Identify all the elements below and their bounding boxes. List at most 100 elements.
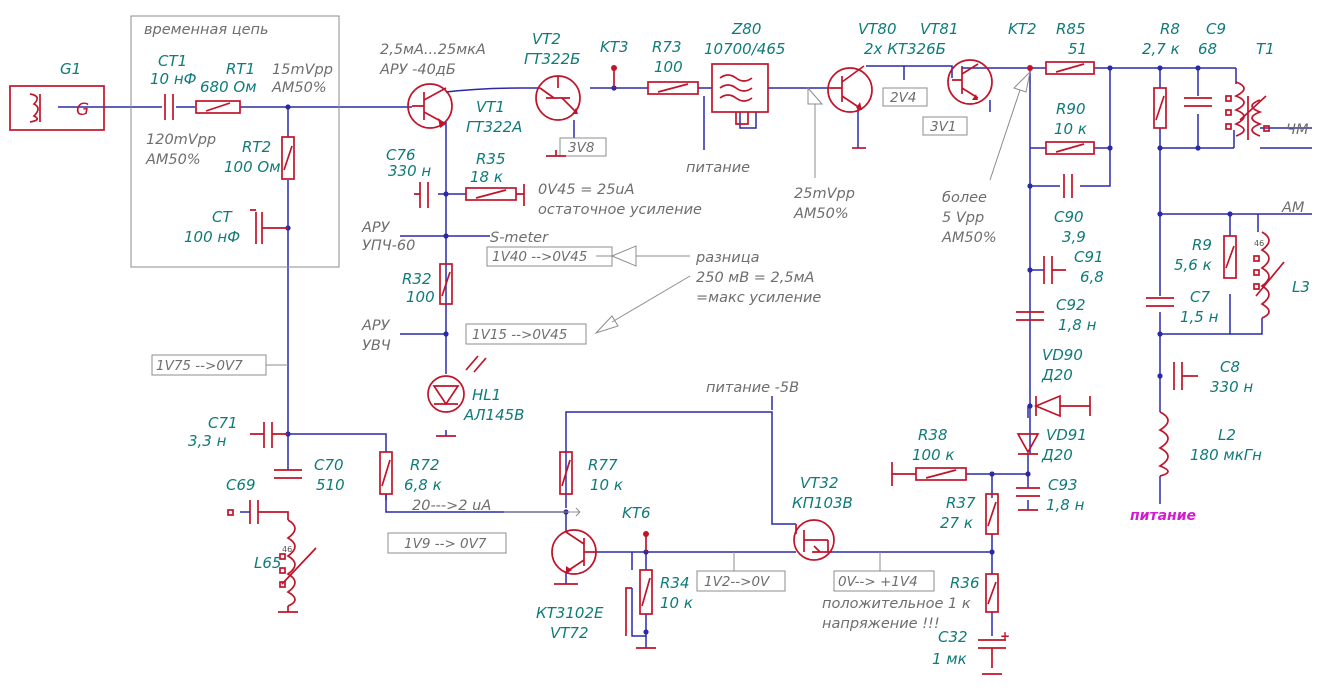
label-vd90: VD90 [1042, 346, 1083, 364]
label-c92: C92 [1056, 296, 1086, 314]
label-r37-value: 27 к [940, 514, 973, 532]
label-z80-value: 10700/465 [704, 40, 785, 58]
note-am50-a: АМ50% [271, 80, 327, 96]
note-25mvpp: 25mVpp [794, 186, 855, 202]
label-c32: C32 [938, 628, 968, 646]
label-t1: T1 [1256, 40, 1275, 58]
capacitor-c93 [1016, 487, 1040, 497]
label-r38-value: 100 к [912, 446, 954, 464]
note-chm: ЧМ [1286, 122, 1309, 138]
transformer-t1 [1233, 81, 1245, 137]
label-l2: L2 [1218, 426, 1236, 444]
label-r77: R77 [588, 456, 618, 474]
label-r72: R72 [410, 456, 440, 474]
label-r85-value: 51 [1068, 40, 1087, 58]
label-c71: C71 [208, 414, 238, 432]
generator-g1 [9, 85, 105, 131]
capacitor-c69 [249, 500, 289, 524]
label-r32: R32 [402, 270, 432, 288]
label-c91-value: 6,8 [1080, 268, 1104, 286]
note-3v8: 3V8 [568, 140, 594, 156]
note-max-gain: =макс усиление [696, 290, 821, 306]
labels: G1 G временная цепь CT1 10 нФ RT1 680 Ом… [60, 20, 1310, 668]
label-pin-46-l65: 46 [282, 545, 292, 554]
capacitor-c9 [1184, 97, 1212, 107]
label-g1: G1 [60, 60, 81, 78]
label-r35: R35 [476, 150, 506, 168]
label-c8: C8 [1220, 358, 1240, 376]
led-hl1 [427, 375, 465, 413]
label-c71-value: 3,3 н [188, 432, 227, 450]
label-vt80-81-value: 2х КТ326Б [864, 40, 946, 58]
label-vt32-value: КП103В [792, 494, 853, 512]
capacitor-c92 [1016, 311, 1044, 321]
label-pin-46-l3: 46 [1254, 239, 1264, 248]
label-vd91: VD91 [1046, 426, 1087, 444]
label-c7: C7 [1190, 288, 1210, 306]
label-r8: R8 [1160, 20, 1180, 38]
label-kt2: KT2 [1008, 20, 1037, 38]
capacitor-c70 [274, 469, 302, 479]
label-r32-value: 100 [406, 288, 435, 306]
note-box-1v75: 1V75 -->0V7 [156, 358, 243, 374]
label-vt72: VT72 [550, 624, 589, 642]
transistor-vt81 [947, 59, 993, 105]
note-box-1v40: 1V40 -->0V45 [492, 249, 587, 265]
resistor-r77 [559, 451, 573, 495]
label-r9-value: 5,6 к [1174, 256, 1212, 274]
label-kt3: KT3 [600, 38, 629, 56]
note-agc-range: 2,5мА...25мкА [380, 42, 486, 58]
note-box-1v15: 1V15 -->0V45 [472, 327, 567, 343]
note-20-2ua: 20--->2 uA [412, 498, 491, 514]
label-c93: C93 [1048, 476, 1078, 494]
resistor-r34 [639, 569, 653, 615]
label-r72-value: 6,8 к [404, 476, 442, 494]
label-vt2-value: ГТ322Б [524, 50, 580, 68]
label-r37: R37 [946, 494, 976, 512]
resistor-r9 [1223, 235, 1237, 279]
resistor-r90 [1045, 141, 1095, 155]
diode-vd91 [1016, 433, 1040, 455]
label-l65: L65 [254, 554, 281, 572]
note-am50-b: АМ50% [145, 152, 201, 168]
label-c76: C76 [386, 146, 416, 164]
inductor-l2 [1158, 411, 1169, 477]
label-ct1: CT1 [158, 52, 187, 70]
capacitor-c7 [1146, 297, 1174, 307]
note-3v1: 3V1 [930, 119, 956, 135]
resistor-rt1 [195, 100, 241, 114]
transistor-vt80 [827, 67, 873, 113]
label-hl1: HL1 [472, 386, 501, 404]
note-bolee: более [942, 190, 987, 206]
annotation-graphics [130, 15, 1031, 592]
label-kt6: KT6 [622, 504, 651, 522]
components [9, 59, 1285, 675]
note-s-meter: S-meter [490, 230, 549, 246]
label-c8-value: 330 н [1210, 378, 1253, 396]
note-napr: напряжение !!! [822, 616, 940, 632]
label-c90-value: 3,9 [1062, 228, 1086, 246]
label-c90: C90 [1054, 208, 1084, 226]
label-c32-value: 1 мк [932, 650, 967, 668]
label-r35-value: 18 к [470, 168, 503, 186]
label-c7-value: 1,5 н [1180, 308, 1219, 326]
label-r34-value: 10 к [660, 594, 693, 612]
label-rt1: RT1 [226, 60, 255, 78]
note-250mv: 250 мВ = 2,5мА [696, 270, 814, 286]
label-c92-value: 1,8 н [1058, 316, 1097, 334]
capacitor-c71 [250, 422, 288, 448]
label-rt1-value: 680 Ом [200, 78, 257, 96]
resistor-r85 [1045, 61, 1095, 75]
capacitor-c90 [1063, 174, 1073, 198]
inductor-l65 [286, 519, 296, 607]
label-c9: C9 [1206, 20, 1226, 38]
label-r90-value: 10 к [1054, 120, 1087, 138]
note-box-1v2: 1V2-->0V [704, 574, 771, 590]
capacitor-c32 [978, 639, 1006, 668]
transistor-vt32 [793, 519, 835, 561]
label-c70-value: 510 [316, 476, 345, 494]
label-c76-value: 330 н [388, 162, 431, 180]
label-c91: C91 [1074, 248, 1104, 266]
inductor-l3 [1260, 231, 1270, 319]
